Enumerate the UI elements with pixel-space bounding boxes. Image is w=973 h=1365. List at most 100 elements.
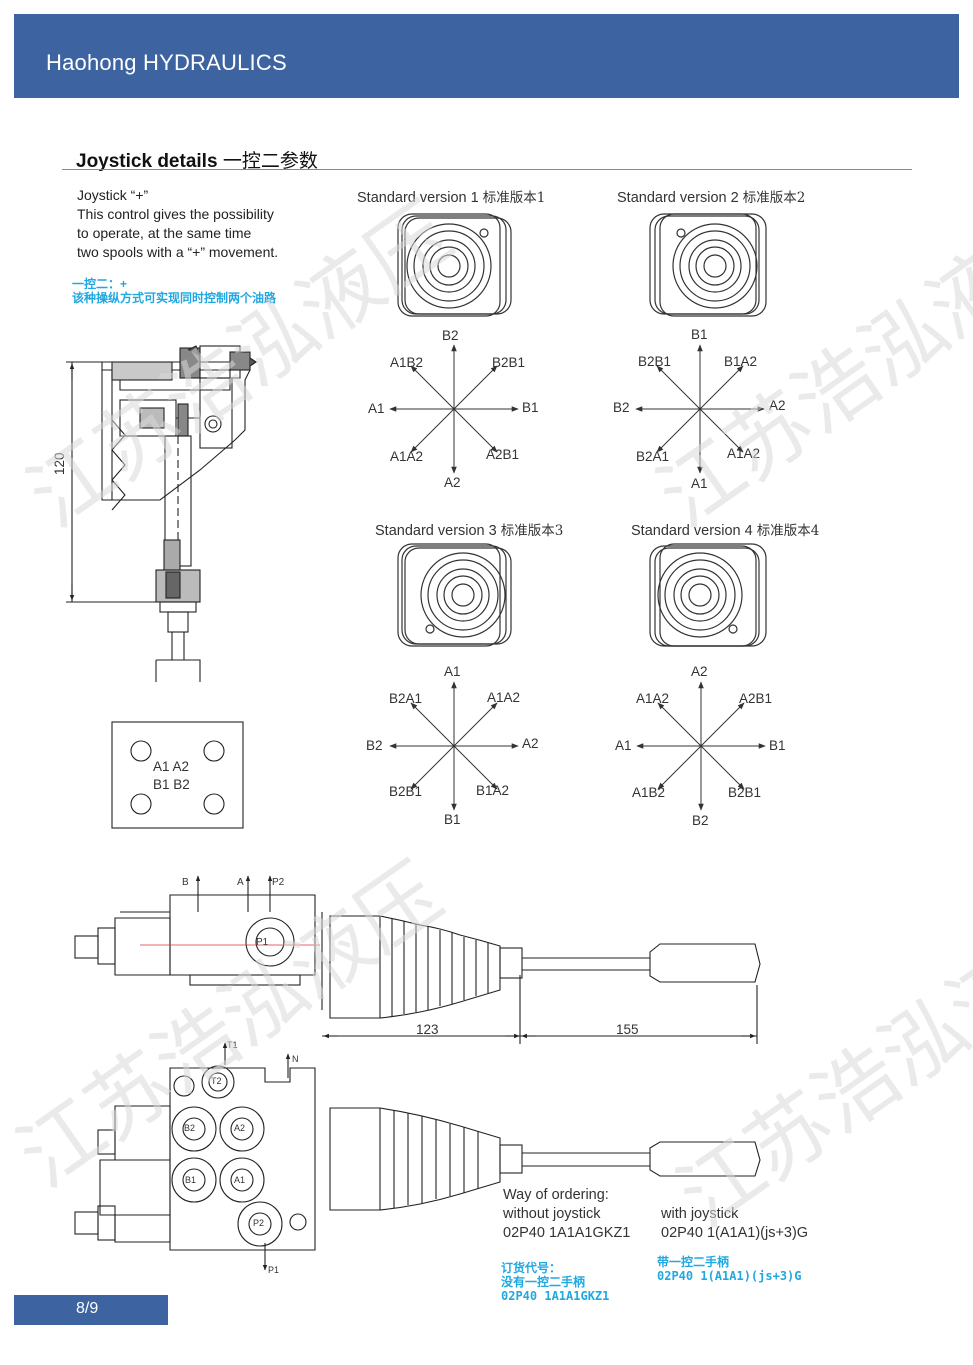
footer-band [14,1295,168,1325]
ordering-with-code: 02P40 1(A1A1)(js+3)G [661,1225,809,1241]
ordering-without-label: without joystick [503,1206,601,1222]
dir-label: A1B2 [390,355,424,370]
version-2-label: Standard version 2 标准版本2 [617,186,805,206]
direction-star-4 [636,681,766,811]
port-label-t2: T2 [211,1076,222,1086]
port-label-p1: P1 [256,937,269,948]
port-label-n: N [292,1054,299,1064]
version-label-cn: 标准版本2 [742,190,806,206]
header-band [14,14,959,98]
dir-label: A2B1 [739,691,773,706]
brand-title: Haohong HYDRAULICS [46,50,287,75]
port-label-p2-front: P2 [253,1218,265,1228]
version-label-cn: 标准版本3 [500,523,564,539]
dir-label: A1B2 [632,785,666,800]
description-line: two spools with a “+” movement. [77,244,279,260]
version-label-cn: 标准版本1 [482,190,546,206]
ordering-with-label: with joystick [661,1206,739,1222]
dimension-handle-label: 155 [616,1022,639,1037]
joystick-top-view-2 [649,213,767,317]
version-4-label: Standard version 4 标准版本4 [631,519,819,539]
dir-label: B2 [366,738,383,753]
ordering-cn-with-label: 带一控二手柄 [657,1255,730,1269]
description-line: to operate, at the same time [77,225,252,241]
dir-label: B1A2 [476,783,510,798]
dir-label: A1 [691,476,708,491]
joystick-top-view-4 [649,543,767,647]
description-cn-line: 一控二：+ [72,277,128,291]
dir-label: A2 [691,664,708,679]
dir-label: A1A2 [390,449,424,464]
dir-label: A1A2 [487,690,521,705]
section-title: Joystick details 一控二参数 [76,146,318,173]
dir-label: B2A1 [389,691,423,706]
dir-label: B2A1 [636,449,670,464]
dir-label: A1 [368,401,385,416]
direction-star-1 [389,344,519,474]
dir-label: B2B1 [492,355,526,370]
dir-label: B1 [522,400,539,415]
dir-label: B1 [444,812,461,827]
dir-label: B2B1 [638,354,672,369]
ordering-without-code: 02P40 1A1A1GKZ1 [503,1225,631,1241]
dir-label: A2 [444,475,461,490]
section-title-cn: 一控二参数 [222,151,318,172]
version-label-en: Standard version 4 [631,523,753,539]
version-3-label: Standard version 3 标准版本3 [375,519,563,539]
plate-label-b: B1 B2 [153,777,190,792]
dir-label: B2 [442,328,459,343]
dir-label: A1A2 [636,691,670,706]
version-label-en: Standard version 3 [375,523,497,539]
description-cn-line: 该种操纵方式可实现同时控制两个油路 [72,291,277,305]
ordering-cn-without-code: 02P40 1A1A1GKZ1 [501,1289,610,1303]
dir-label: A2B1 [486,447,520,462]
section-title-en: Joystick details [76,151,218,172]
direction-star-2 [635,344,765,474]
dir-label: B2 [613,400,630,415]
ordering-cn-with-code: 02P40 1(A1A1)(js+3)G [657,1269,802,1283]
dir-label: A2 [522,736,539,751]
port-label-b2: B2 [184,1123,196,1133]
joystick-description-cn: 一控二：+ 该种操纵方式可实现同时控制两个油路 [72,277,276,305]
dir-label: A2 [769,398,786,413]
page-number: 8/9 [76,1300,99,1317]
dir-label: B1 [769,738,786,753]
port-label-p1-front: P1 [268,1265,280,1275]
joystick-section-drawing [66,345,257,682]
joystick-top-view-3 [397,543,512,647]
port-label-a1: A1 [234,1175,246,1185]
joystick-top-view-1 [397,213,512,317]
port-label-t1: T1 [227,1040,238,1050]
dir-label: B1 [691,327,708,342]
ordering-heading: Way of ordering: [503,1187,609,1203]
dir-label: B2B1 [389,784,423,799]
dir-label: A1 [444,664,461,679]
dir-label: B2 [692,813,709,828]
title-divider [62,169,912,170]
dir-label: A1A2 [727,446,761,461]
dir-label: A1 [615,738,632,753]
plate-label-a: A1 A2 [153,759,190,774]
ordering-cn-label: 订货代号： [501,1261,562,1275]
port-label-b1: B1 [185,1175,197,1185]
direction-star-3 [389,681,519,811]
version-label-en: Standard version 2 [617,190,739,206]
mounting-plate [111,721,244,829]
dir-label: B1A2 [724,354,758,369]
joystick-description: Joystick “+” This control gives the poss… [77,186,278,262]
valve-front-drawing [74,1042,761,1271]
port-label-a: A [237,877,244,888]
valve-side-drawing [74,875,761,1044]
port-label-a2: A2 [234,1123,246,1133]
version-1-label: Standard version 1 标准版本1 [357,186,545,206]
dir-label: B2B1 [728,785,762,800]
dimension-body-label: 123 [416,1022,439,1037]
version-label-cn: 标准版本4 [756,523,820,539]
description-line: Joystick “+” [77,187,149,203]
description-line: This control gives the possibility [77,206,274,222]
version-label-en: Standard version 1 [357,190,479,206]
port-label-p2: P2 [272,877,285,888]
port-label-b: B [182,877,189,888]
ordering-cn-without-label: 没有一控二手柄 [501,1275,586,1289]
